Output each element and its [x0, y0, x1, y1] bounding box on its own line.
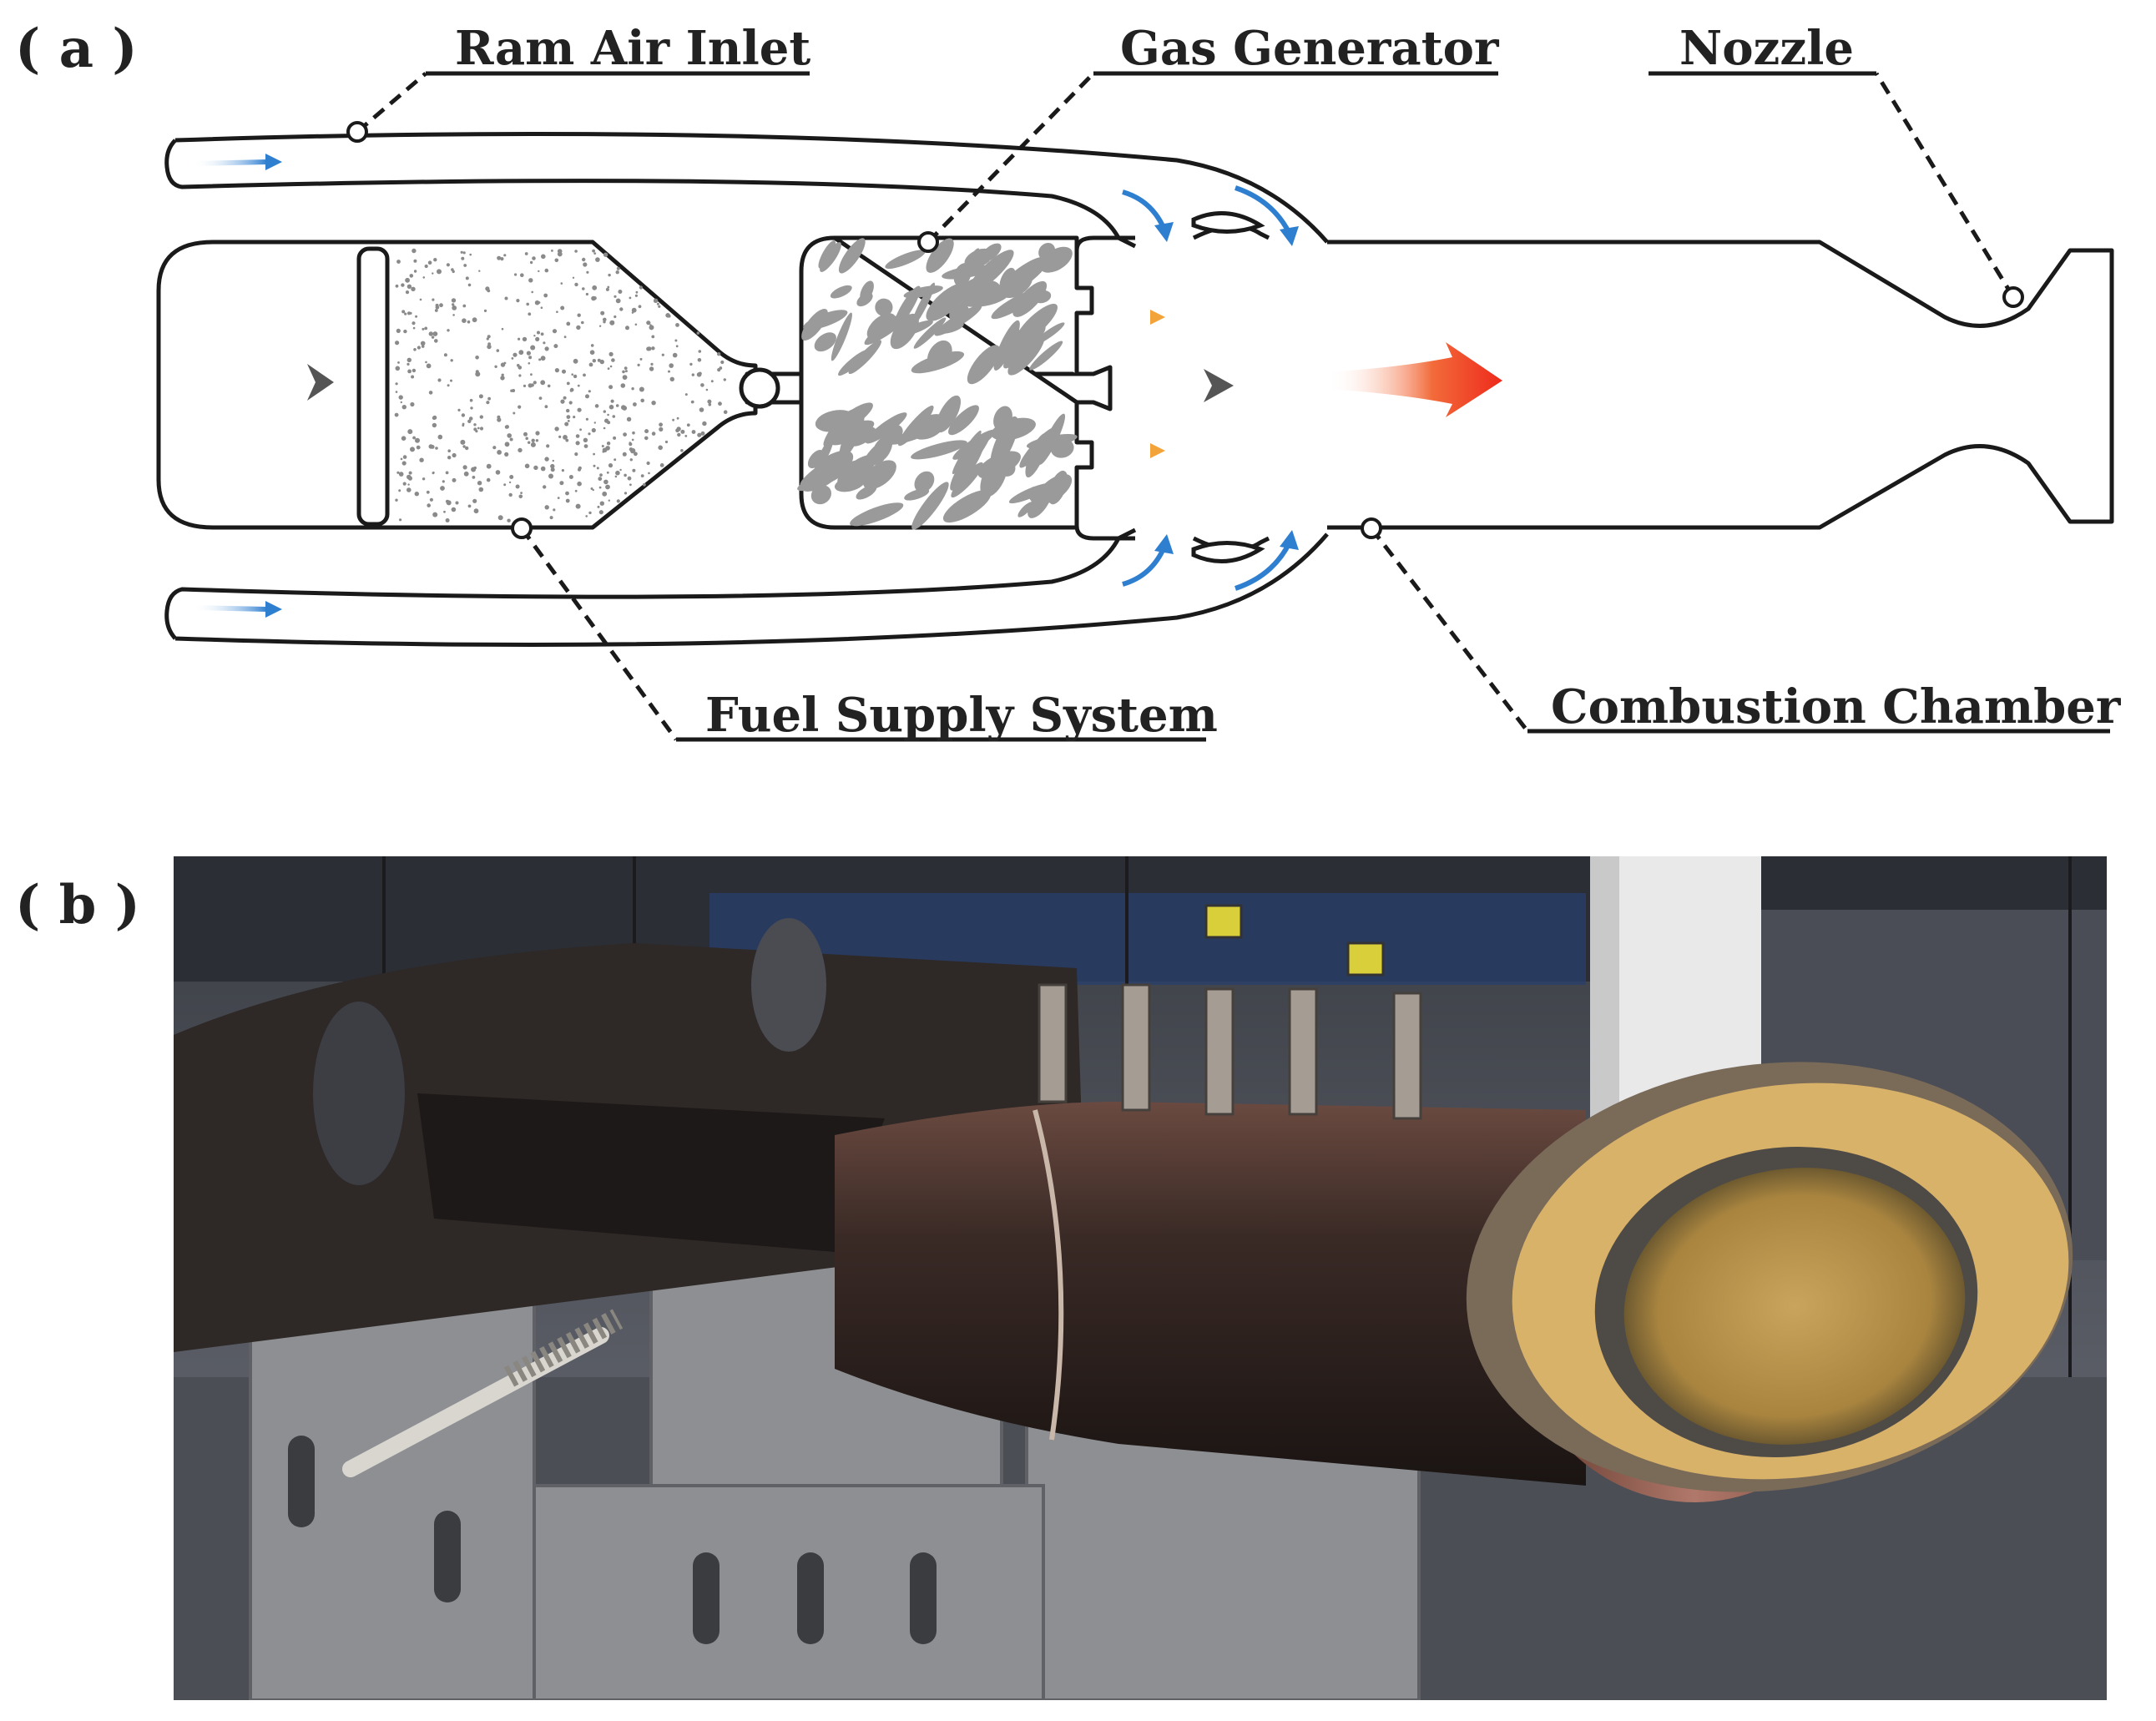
inlet-air-arrow-upper	[191, 159, 268, 166]
upper-splitter	[1191, 210, 1265, 234]
panel-b-photo: ( b )	[15, 856, 2107, 1700]
flow-arrows	[191, 154, 1502, 618]
fuel-particles	[394, 248, 728, 522]
label-fuel-supply-system: Fuel Supply System	[705, 688, 1218, 743]
upper-air-duct	[164, 131, 1329, 249]
lower-air-duct	[164, 527, 1329, 647]
arrowhead-icon	[307, 364, 334, 401]
arrowhead-icon	[1150, 443, 1165, 458]
inlet-air-arrow-lower	[191, 605, 268, 612]
panel-a-tag: ( a )	[15, 18, 138, 80]
panel-b-tag: ( b )	[15, 874, 140, 936]
fuel-supply-tank	[156, 240, 758, 530]
arrowhead-icon	[1150, 310, 1165, 325]
piston	[356, 246, 390, 527]
test-rig-photo	[174, 856, 2107, 1700]
panel-a-schematic: ( a )	[15, 18, 2122, 743]
arrowhead-icon	[1204, 369, 1234, 402]
exhaust-arrow	[1327, 342, 1502, 417]
solid-grain	[797, 238, 1078, 530]
label-ram-air-inlet: Ram Air Inlet	[455, 21, 810, 76]
label-gas-generator: Gas Generator	[1120, 21, 1500, 76]
arrowhead-icon	[265, 601, 282, 618]
leader-lines	[356, 71, 2110, 742]
lower-splitter	[1191, 541, 1265, 564]
arrowhead-icon	[1154, 222, 1299, 554]
feed-valve	[739, 367, 780, 409]
combustion-chamber	[1074, 224, 2114, 553]
leader-anchors	[346, 121, 2024, 539]
label-nozzle: Nozzle	[1679, 21, 1854, 76]
label-combustion-chamber: Combustion Chamber	[1551, 679, 2122, 734]
arrowhead-icon	[265, 154, 282, 170]
